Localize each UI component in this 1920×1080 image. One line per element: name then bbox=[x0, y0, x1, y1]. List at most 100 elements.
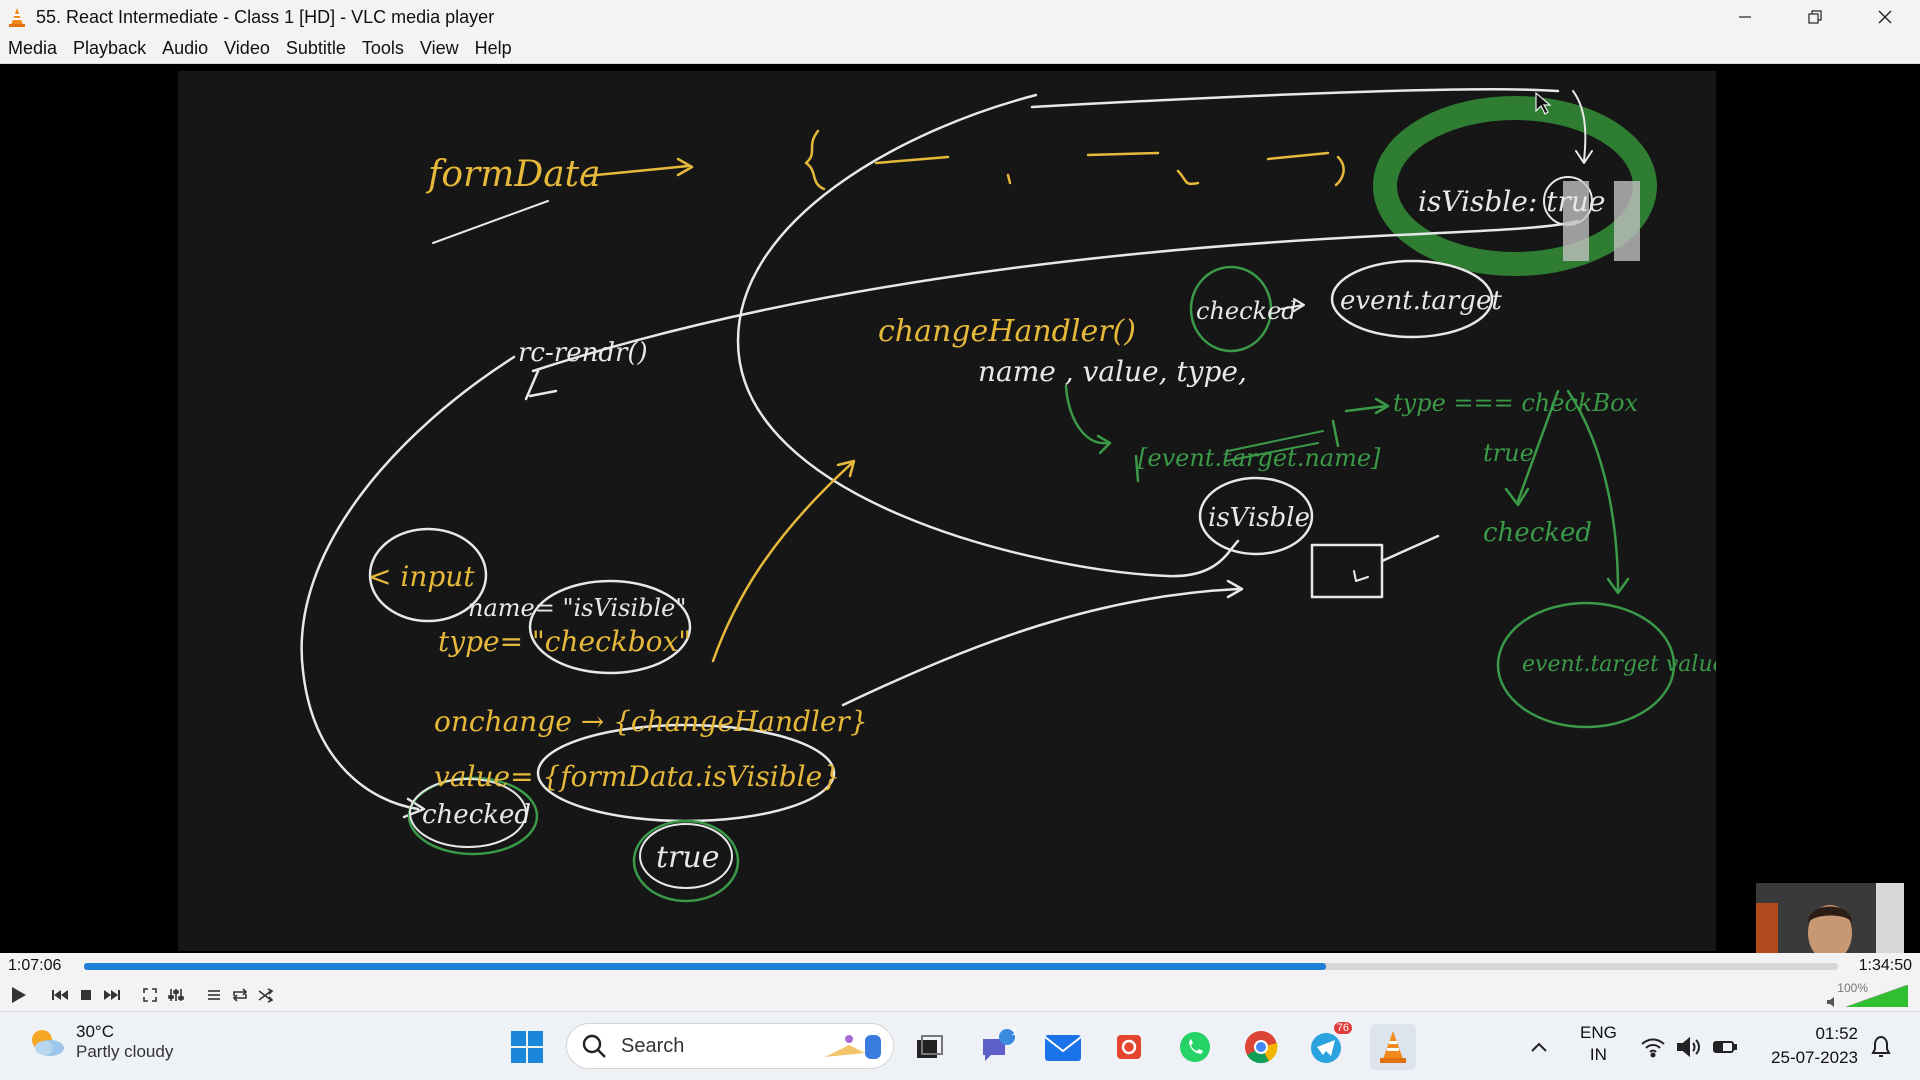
board-text-type-attr: type= "checkbox" bbox=[438, 625, 691, 658]
window-title: 55. React Intermediate - Class 1 [HD] - … bbox=[36, 6, 495, 27]
volume-button[interactable] bbox=[1666, 1024, 1712, 1070]
lang-bottom: IN bbox=[1589, 1045, 1607, 1064]
wifi-icon bbox=[1641, 1038, 1665, 1058]
task-view-icon bbox=[917, 1035, 943, 1058]
close-button[interactable] bbox=[1850, 0, 1920, 34]
menu-audio[interactable]: Audio bbox=[162, 38, 209, 58]
board-text-event-target: event.target bbox=[1340, 286, 1502, 316]
teams-button[interactable]: 1 bbox=[974, 1024, 1020, 1070]
vlc-taskbar-button[interactable] bbox=[1370, 1024, 1416, 1070]
menu-view[interactable]: View bbox=[419, 38, 459, 58]
taskbar-clock[interactable]: 01:52 25-07-2023 bbox=[1771, 1022, 1858, 1070]
loop-button[interactable] bbox=[228, 983, 252, 1007]
board-text-change-handler: changeHandler() bbox=[878, 314, 1136, 349]
lang-top: ENG bbox=[1580, 1023, 1617, 1042]
board-text-input: < input bbox=[368, 560, 475, 593]
menu-playback[interactable]: Playback bbox=[73, 38, 147, 58]
vlc-icon bbox=[1380, 1031, 1406, 1063]
next-icon bbox=[104, 990, 120, 1000]
fullscreen-button[interactable] bbox=[138, 983, 162, 1007]
whiteboard-drawing: formData rc-rendr() isVisble: true chang… bbox=[300, 88, 1716, 903]
seek-bar[interactable] bbox=[84, 963, 1838, 970]
menu-subtitle[interactable]: Subtitle bbox=[285, 38, 346, 58]
seek-row: 1:07:06 1:34:50 bbox=[0, 953, 1920, 979]
whatsapp-button[interactable] bbox=[1172, 1024, 1218, 1070]
telegram-button[interactable]: 76 bbox=[1304, 1022, 1352, 1070]
taskbar: 30°C Partly cloudy Search 1 bbox=[0, 1011, 1920, 1080]
office-icon bbox=[1117, 1035, 1141, 1059]
chrome-button[interactable] bbox=[1238, 1024, 1284, 1070]
show-hidden-icons-button[interactable] bbox=[1516, 1024, 1562, 1070]
battery-button[interactable] bbox=[1702, 1024, 1748, 1070]
weather-desc: Partly cloudy bbox=[76, 1042, 174, 1061]
board-text-rc: rc-rendr() bbox=[518, 338, 648, 368]
language-indicator[interactable]: ENG IN bbox=[1580, 1022, 1617, 1066]
teams-chat-icon bbox=[983, 1029, 1015, 1061]
fullscreen-icon bbox=[143, 988, 157, 1002]
equalizer-icon bbox=[168, 989, 184, 1001]
close-icon bbox=[1878, 10, 1892, 24]
partly-cloudy-icon bbox=[32, 1030, 64, 1056]
whatsapp-icon bbox=[1180, 1032, 1210, 1062]
restore-icon bbox=[1808, 10, 1822, 24]
mail-button[interactable] bbox=[1040, 1024, 1086, 1070]
task-view-button[interactable] bbox=[906, 1024, 952, 1070]
volume-slider[interactable]: 100% bbox=[1824, 981, 1914, 1009]
windows-logo-icon bbox=[511, 1031, 543, 1063]
menu-tools[interactable]: Tools bbox=[361, 38, 404, 58]
previous-icon bbox=[52, 990, 68, 1000]
whiteboard-frame: formData rc-rendr() isVisble: true chang… bbox=[178, 71, 1904, 995]
playlist-icon bbox=[208, 990, 220, 1000]
vlc-cone-icon bbox=[9, 8, 25, 27]
loop-icon bbox=[232, 988, 248, 1002]
telegram-badge: 76 bbox=[1333, 1022, 1352, 1034]
notification-bell-icon bbox=[1871, 1035, 1891, 1057]
search-icon bbox=[582, 1034, 606, 1058]
menu-bar: Media Playback Audio Video Subtitle Tool… bbox=[0, 34, 1920, 64]
notifications-button[interactable] bbox=[1858, 1024, 1904, 1070]
menu-help[interactable]: Help bbox=[474, 38, 512, 58]
weather-temp: 30°C bbox=[76, 1022, 114, 1041]
minimize-icon bbox=[1739, 16, 1751, 18]
board-text-checked: checked bbox=[1196, 297, 1297, 325]
stop-button[interactable] bbox=[74, 983, 98, 1007]
start-button[interactable] bbox=[504, 1024, 550, 1070]
speaker-icon bbox=[1677, 1036, 1700, 1058]
next-button[interactable] bbox=[100, 983, 124, 1007]
wifi-button[interactable] bbox=[1630, 1024, 1676, 1070]
playlist-button[interactable] bbox=[202, 983, 226, 1007]
board-text-true-bottom: true bbox=[656, 840, 719, 875]
clock-date: 25-07-2023 bbox=[1771, 1048, 1858, 1067]
board-text-formdata: formData bbox=[425, 154, 601, 195]
previous-button[interactable] bbox=[48, 983, 72, 1007]
search-highlight-icon bbox=[825, 1035, 881, 1059]
shuffle-button[interactable] bbox=[254, 983, 278, 1007]
video-display[interactable]: formData rc-rendr() isVisble: true chang… bbox=[0, 65, 1920, 995]
extended-settings-button[interactable] bbox=[164, 983, 188, 1007]
restore-button[interactable] bbox=[1780, 0, 1850, 34]
stop-icon bbox=[81, 990, 91, 1000]
shuffle-icon bbox=[258, 988, 274, 1003]
minimize-button[interactable] bbox=[1710, 0, 1780, 34]
volume-level: 100% bbox=[1837, 981, 1868, 995]
teams-badge: 1 bbox=[1011, 1024, 1018, 1038]
menu-video[interactable]: Video bbox=[224, 38, 270, 58]
title-bar: 55. React Intermediate - Class 1 [HD] - … bbox=[0, 0, 1920, 34]
controls-row: 100% bbox=[0, 979, 1920, 1011]
weather-widget[interactable]: 30°C Partly cloudy bbox=[26, 1022, 173, 1062]
search-label: Search bbox=[621, 1034, 685, 1057]
board-text-type-check: type === checkBox bbox=[1393, 389, 1639, 417]
board-text-value-attr: value= {formData.isVisible} bbox=[434, 760, 840, 793]
board-text-params: name , value, type, bbox=[978, 355, 1247, 388]
board-text-isvisible-mid: isVisble bbox=[1208, 503, 1310, 533]
board-text-isvisible-top: isVisble: true bbox=[1418, 185, 1605, 218]
speaker-icon bbox=[1827, 997, 1834, 1007]
taskbar-search[interactable]: Search bbox=[566, 1023, 894, 1069]
board-text-checked-bottom: checked bbox=[422, 800, 531, 830]
menu-media[interactable]: Media bbox=[8, 38, 58, 58]
play-button[interactable] bbox=[6, 983, 30, 1007]
mouse-cursor-icon bbox=[1535, 91, 1552, 115]
chrome-icon bbox=[1245, 1031, 1278, 1064]
battery-icon bbox=[1713, 1041, 1737, 1053]
office-button[interactable] bbox=[1106, 1024, 1152, 1070]
